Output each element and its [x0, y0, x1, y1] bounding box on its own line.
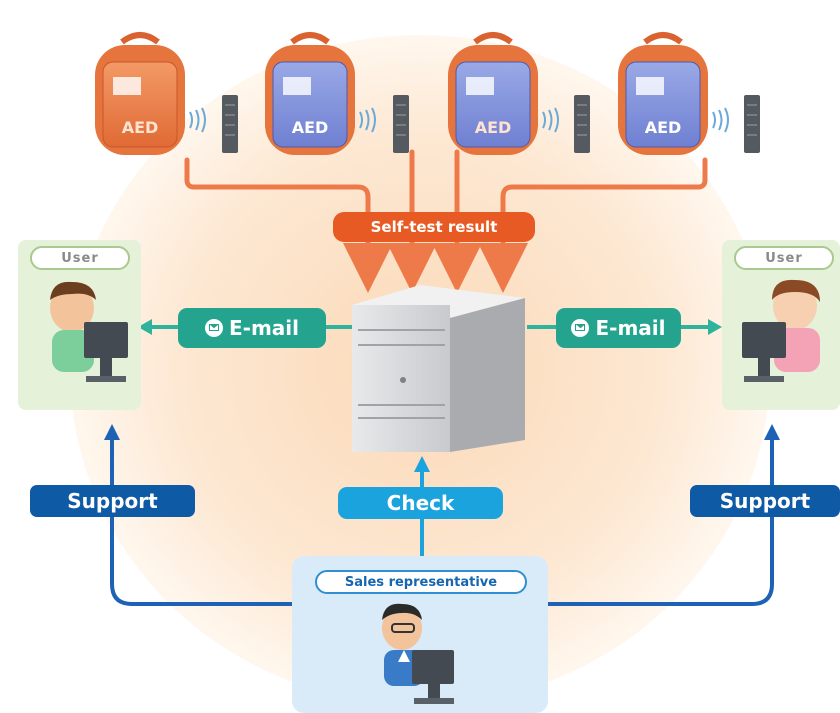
aed-device-2	[265, 32, 355, 155]
self-test-flow-lines	[184, 149, 708, 215]
relay-tower-icon	[222, 95, 760, 153]
check-label: Check	[338, 487, 503, 519]
sales-representative-label: Sales representative	[315, 570, 527, 594]
email-badge-right: E-mail	[556, 308, 681, 348]
email-arrow-right	[708, 319, 722, 335]
server-tower	[352, 285, 525, 452]
user-label-right: User	[734, 246, 834, 270]
check-arrow	[414, 456, 430, 472]
aed-device-3	[448, 32, 538, 155]
self-test-arrows	[343, 242, 528, 293]
email-arrow-left	[138, 319, 152, 335]
support-arrow-left	[104, 424, 120, 440]
aed-logo-2: AED	[292, 118, 329, 137]
aed-logo-4: AED	[645, 118, 682, 137]
email-badge-left: E-mail	[178, 308, 326, 348]
user-girl-icon	[742, 279, 820, 382]
email-label-right: E-mail	[595, 316, 666, 340]
wireless-signal-icon	[189, 107, 729, 133]
support-arrow-right	[764, 424, 780, 440]
support-flow-lines	[110, 440, 774, 606]
self-test-result-label: Self-test result	[333, 212, 535, 242]
aed-logo-3: AED	[475, 118, 512, 137]
envelope-icon	[204, 319, 223, 337]
aed-logo-1: AED	[122, 118, 159, 137]
support-label-left: Support	[30, 485, 195, 517]
user-boy-icon	[50, 281, 128, 382]
envelope-icon	[571, 319, 590, 337]
user-label-left: User	[30, 246, 130, 270]
sales-representative-icon	[382, 603, 454, 704]
support-label-right: Support	[690, 485, 840, 517]
aed-device-1	[95, 32, 185, 155]
email-label-left: E-mail	[228, 316, 299, 340]
aed-device-4	[618, 32, 708, 155]
